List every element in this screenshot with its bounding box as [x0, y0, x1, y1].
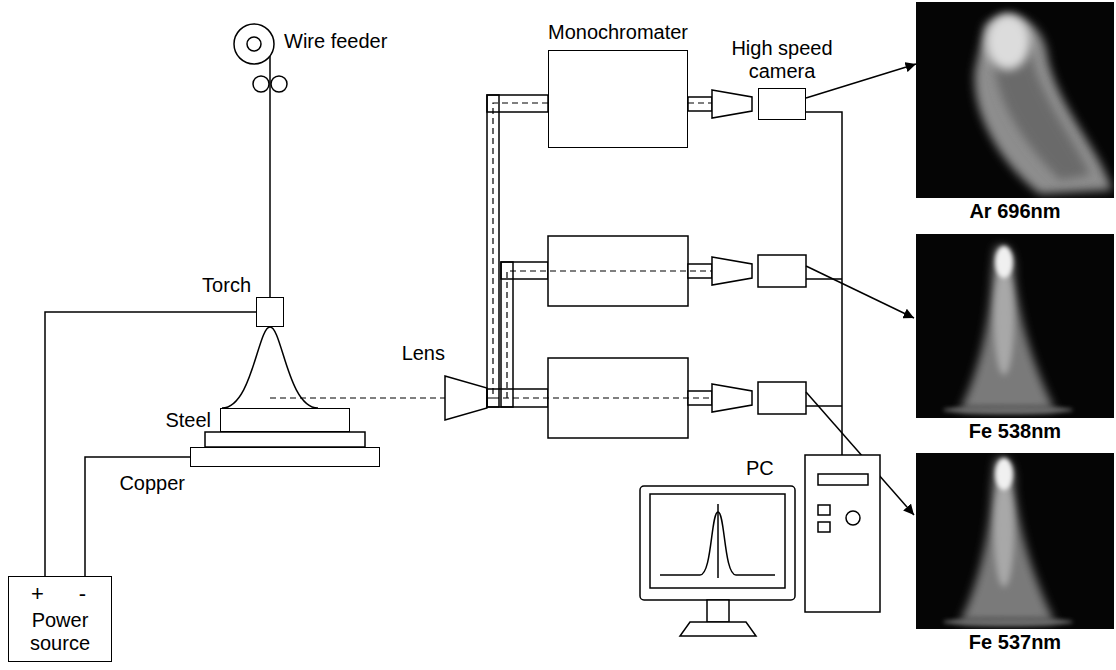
- camera-body: [758, 255, 806, 287]
- node-label: Ar 696nm: [916, 200, 1114, 223]
- spectral-image: Ar 696nm: [916, 2, 1114, 198]
- output-arrow: [806, 266, 914, 318]
- power-button: [846, 511, 860, 525]
- feed-roller: [253, 76, 269, 92]
- node-label: Torch: [202, 274, 251, 297]
- node-label: Power source: [15, 609, 105, 655]
- node-label: Monochromater: [548, 21, 688, 44]
- node-label: Fe 537nm: [916, 631, 1114, 654]
- tower-button: [818, 505, 830, 515]
- camera-lens: [712, 90, 752, 118]
- monochromator-box: Monochromater: [548, 50, 688, 148]
- pc: PC: [640, 455, 882, 640]
- node-label: +: [31, 581, 44, 606]
- plasma-glow: [960, 458, 1055, 622]
- monitor-stand: [707, 600, 729, 622]
- power-source-box: + - Power source: [8, 576, 112, 662]
- spectral-image: [916, 234, 1114, 418]
- optical-axis: [493, 397, 712, 398]
- plasma-core: [994, 477, 1014, 587]
- spool-hub: [247, 37, 261, 51]
- copper-plate: Copper: [190, 447, 380, 467]
- steel-plate: Steel: [220, 408, 350, 432]
- camera-tube: [688, 97, 712, 111]
- node-label: Steel: [165, 409, 211, 432]
- monitor-base: [680, 622, 756, 636]
- tower-button: [818, 522, 830, 532]
- plate: [205, 432, 365, 447]
- node-label: Wire feeder: [284, 30, 387, 53]
- spectral-image: Fe 538nm: [916, 234, 1114, 418]
- camera-body: High speed camera: [758, 88, 806, 120]
- plasma-core: [994, 265, 1014, 375]
- feed-roller: [271, 76, 287, 92]
- pc-tower: [805, 455, 880, 612]
- plasma-base: [943, 406, 1073, 414]
- spectral-image: Fe 537nm: [916, 453, 1114, 629]
- wire-feeder: Wire feeder: [234, 24, 274, 64]
- wire: [806, 64, 916, 98]
- wire: [45, 312, 256, 576]
- node-label: Copper: [119, 472, 185, 495]
- monitor: [640, 486, 795, 600]
- camera-body: [758, 382, 806, 414]
- monochromator-box: [548, 236, 688, 306]
- camera-lens: [712, 257, 752, 285]
- plasma-core: [986, 14, 1030, 70]
- optical-axis: [270, 397, 445, 398]
- node-label: High speed camera: [726, 37, 838, 83]
- wire: [85, 457, 190, 576]
- plasma-core: [995, 246, 1013, 278]
- signal-wire: [806, 278, 842, 280]
- light-path: [487, 103, 548, 398]
- welding-arc: [222, 327, 318, 408]
- node-label: Lens: [402, 342, 445, 365]
- plasma-glow: [960, 246, 1055, 410]
- screen-graph: [717, 504, 719, 578]
- signal-wire: [806, 405, 842, 407]
- lens-symbol: [445, 376, 487, 420]
- drive-slot: [818, 474, 868, 485]
- plasma-base: [943, 618, 1073, 626]
- lens: Lens: [445, 376, 487, 420]
- node-label: PC: [746, 457, 774, 480]
- node-label: Fe 538nm: [916, 420, 1114, 443]
- wire: [806, 112, 842, 455]
- wire-spool: [234, 24, 274, 64]
- camera-lens: [712, 384, 752, 412]
- plasma-core: [995, 458, 1013, 490]
- wire: [269, 56, 271, 297]
- monitor-screen: [650, 494, 785, 588]
- spectral-image: [916, 453, 1114, 629]
- spectral-image: [916, 2, 1114, 198]
- node-label: -: [79, 581, 86, 606]
- torch-box: Torch: [256, 297, 284, 327]
- optical-axis: [507, 271, 712, 398]
